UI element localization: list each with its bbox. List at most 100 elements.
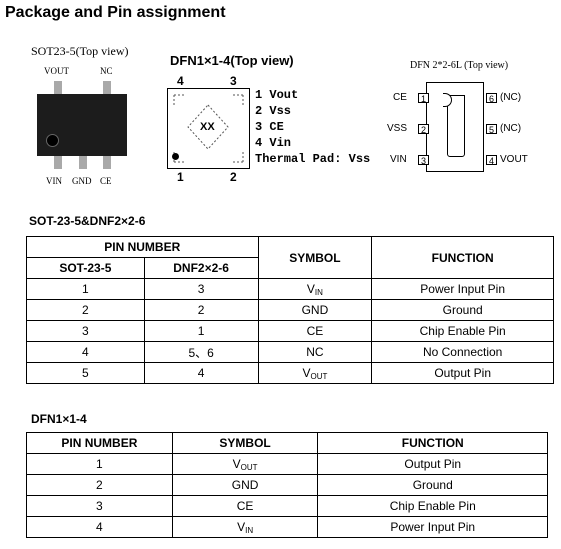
sot23-pin-gnd	[79, 156, 87, 169]
header-symbol: SYMBOL	[257, 236, 373, 279]
dfn2x2-label-vin: VIN	[390, 154, 407, 165]
cell-symbol: VOUT	[171, 453, 319, 475]
header-dnf2x2-6: DNF2×2-6	[143, 257, 259, 279]
dfn2x2-pin-5: 5	[486, 124, 497, 135]
cell-dfn-pin: 3	[143, 278, 259, 300]
cell-symbol: GND	[257, 299, 373, 321]
cell-symbol: VIN	[257, 278, 373, 300]
pin1-dot-icon	[172, 153, 179, 160]
pin1-dot-icon	[46, 134, 59, 147]
dfn2x2-pin-6: 6	[486, 93, 497, 104]
cell-sot-pin: 4	[26, 341, 145, 363]
dfn2x2-thermal-pad	[447, 95, 465, 157]
symbol-text: GND	[231, 478, 259, 492]
header-sot23-5: SOT-23-5	[26, 257, 145, 279]
table2-title: DFN1×1-4	[31, 412, 87, 426]
cell-symbol: CE	[257, 320, 373, 342]
cell-dfn-pin: 1	[143, 320, 259, 342]
cell-function: Output Pin	[317, 453, 548, 475]
sot23-pin-nc	[103, 81, 111, 94]
cell-sot-pin: 2	[26, 299, 145, 321]
dfn2x2-pin-2: 2	[418, 124, 429, 135]
dfn2x2-label-nc-6: (NC)	[500, 92, 522, 103]
table-row: 2 2 GND Ground	[26, 299, 554, 321]
cell-function: Chip Enable Pin	[317, 495, 548, 517]
cell-dfn-pin: 2	[143, 299, 259, 321]
dfn1x1-pin-1: 1 Vout	[255, 88, 299, 102]
sot23-label-gnd: GND	[72, 176, 92, 186]
dfn1x1-pin-3: 3 CE	[255, 120, 284, 134]
header-pin-number: PIN NUMBER	[26, 432, 173, 454]
dfn1x1-corner-1: 1	[177, 170, 184, 184]
header-symbol: SYMBOL	[171, 432, 319, 454]
cell-symbol: CE	[171, 495, 319, 517]
cell-symbol: GND	[171, 474, 319, 496]
cell-symbol: VIN	[171, 516, 319, 538]
dfn2x2-label-vout: VOUT	[500, 154, 528, 165]
table-row: 3 1 CE Chip Enable Pin	[26, 320, 554, 342]
table-row: 4 5、6 NC No Connection	[26, 341, 554, 363]
table-row: 5 4 VOUT Output Pin	[26, 362, 554, 384]
sot23-label-ce: CE	[100, 176, 112, 186]
dfn2x2-package	[426, 82, 484, 172]
dfn1x1-thermal-pad: Thermal Pad: Vss	[255, 152, 371, 166]
symbol-text: CE	[306, 324, 324, 338]
sot23-pin-vout	[54, 81, 62, 94]
cell-function: Ground	[371, 299, 554, 321]
dfn1x1-title: DFN1×1-4(Top view)	[170, 53, 294, 68]
table-row: 1 3 VIN Power Input Pin	[26, 278, 554, 300]
symbol-text: V	[232, 456, 241, 471]
cell-sot-pin: 3	[26, 320, 145, 342]
dfn1x1-corner-2: 2	[230, 170, 237, 184]
cell-pin: 3	[26, 495, 173, 517]
symbol-subscript: IN	[314, 287, 323, 297]
dfn1x1-marking: XX	[200, 121, 215, 133]
cell-symbol: NC	[257, 341, 373, 363]
symbol-text: CE	[236, 499, 254, 513]
cell-symbol: VOUT	[257, 362, 373, 384]
cell-sot-pin: 1	[26, 278, 145, 300]
header-function: FUNCTION	[371, 236, 554, 279]
symbol-text: V	[306, 281, 315, 296]
sot23-label-vin: VIN	[46, 176, 62, 186]
dfn2x2-label-vss: VSS	[387, 123, 408, 134]
dfn2x2-pin-3: 3	[418, 155, 429, 166]
symbol-subscript: OUT	[240, 462, 258, 472]
sot23-label-vout: VOUT	[44, 66, 69, 76]
cell-pin: 4	[26, 516, 173, 538]
table-row: 2 GND Ground	[26, 474, 548, 496]
dfn1x1-pin-list: 1 Vout 2 Vss 3 CE 4 Vin Thermal Pad: Vss	[255, 87, 370, 167]
pin1-notch-icon	[443, 93, 452, 107]
cell-dfn-pin: 4	[143, 362, 259, 384]
symbol-text: NC	[306, 345, 324, 359]
cell-dfn-pin: 5、6	[143, 341, 259, 363]
table-row: 4 VIN Power Input Pin	[26, 516, 548, 538]
symbol-text: V	[302, 365, 311, 380]
pin-table-dfn1x1: PIN NUMBER SYMBOL FUNCTION 1 VOUT Output…	[26, 432, 548, 538]
cell-function: No Connection	[371, 341, 554, 363]
header-function: FUNCTION	[317, 432, 548, 454]
table1-title: SOT-23-5&DNF2×2-6	[29, 214, 146, 228]
dfn1x1-pin-2: 2 Vss	[255, 104, 292, 118]
page-title: Package and Pin assignment	[5, 4, 226, 21]
dfn2x2-title: DFN 2*2-6L (Top view)	[410, 60, 509, 71]
cell-pin: 2	[26, 474, 173, 496]
cell-sot-pin: 5	[26, 362, 145, 384]
symbol-subscript: OUT	[310, 371, 328, 381]
sot23-label-nc: NC	[100, 66, 113, 76]
sot23-title: SOT23-5(Top view)	[31, 44, 129, 58]
symbol-text: GND	[301, 303, 329, 317]
dfn2x2-pin-1: 1	[418, 93, 429, 104]
dfn1x1-package: XX	[167, 88, 250, 169]
cell-function: Output Pin	[371, 362, 554, 384]
symbol-text: V	[237, 519, 246, 534]
dfn2x2-label-nc-5: (NC)	[500, 123, 522, 134]
dfn2x2-label-ce: CE	[393, 92, 407, 103]
dfn1x1-corner-3: 3	[230, 74, 237, 88]
dfn2x2-pin-4: 4	[486, 155, 497, 166]
cell-function: Power Input Pin	[371, 278, 554, 300]
cell-pin: 1	[26, 453, 173, 475]
table-row: 3 CE Chip Enable Pin	[26, 495, 548, 517]
cell-function: Chip Enable Pin	[371, 320, 554, 342]
table-row: 1 VOUT Output Pin	[26, 453, 548, 475]
